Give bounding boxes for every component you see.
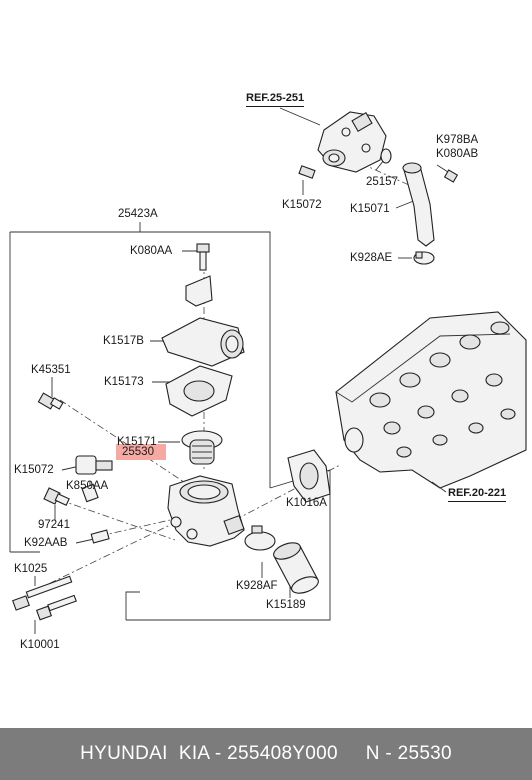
bolt-k10001	[35, 594, 77, 621]
bolt-k080aa	[196, 243, 210, 271]
fitting-k15072	[75, 455, 113, 475]
hose-k15189	[273, 542, 319, 594]
label-97241: 97241	[38, 519, 70, 531]
label-25423a: 25423A	[118, 208, 158, 220]
diagram-drawing	[9, 107, 527, 634]
label-k15173: K15173	[104, 376, 144, 388]
label-k92aab: K92AAB	[24, 537, 68, 549]
housing-cover-k1517b	[161, 317, 245, 367]
part-k92aab	[90, 529, 110, 544]
label-k15072-top: K15072	[282, 199, 322, 211]
label-25530: 25530	[122, 446, 154, 458]
label-k1517b: K1517B	[103, 335, 144, 347]
label-k15072-left: K15072	[14, 464, 54, 476]
footer-bar: HYUNDAI KIA - 255408Y000 N - 25530	[0, 728, 532, 780]
pipe-k15071	[403, 165, 435, 247]
clamp-k928af	[244, 531, 276, 551]
label-k1016a: K1016A	[286, 497, 327, 509]
oring-25157	[380, 148, 392, 164]
cylinder-head	[335, 311, 527, 489]
ref-label-top: REF.25-251	[246, 92, 305, 107]
label-k928ae: K928AE	[350, 252, 393, 264]
sensor-97241	[43, 487, 70, 506]
bracket-part	[185, 275, 213, 307]
highlight-box	[116, 444, 166, 460]
label-k15189: K15189	[266, 599, 306, 611]
label-k45351: K45351	[31, 364, 71, 376]
bolt-k1025	[12, 575, 73, 611]
label-k978ba: K978BA	[436, 134, 479, 146]
bolt-k15072-top	[298, 165, 316, 179]
fitting-k850aa	[81, 483, 99, 503]
label-k10001: K10001	[20, 639, 60, 651]
label-k15171: K15171	[117, 436, 157, 448]
label-k928af: K928AF	[236, 580, 278, 592]
plug-k45351	[37, 392, 64, 410]
label-k080ab: K080AB	[436, 148, 479, 160]
parts-diagram: REF.25-251 REF.20-221 25423A K080AA K151…	[9, 92, 527, 651]
assembly-frame-top	[10, 231, 271, 488]
bolt-k978ba	[443, 169, 459, 183]
water-pump	[317, 111, 387, 173]
label-k850aa: K850AA	[66, 480, 109, 492]
label-k080aa: K080AA	[130, 245, 173, 257]
label-k1025: K1025	[14, 563, 48, 575]
label-k15071: K15071	[350, 203, 390, 215]
ref-label-head: REF.20-221	[448, 487, 507, 502]
label-25157: 25157	[366, 176, 398, 188]
footer-text: HYUNDAI KIA - 255408Y000 N - 25530	[80, 743, 452, 764]
thermostat-25530	[181, 430, 223, 465]
thermostat-housing	[167, 475, 245, 547]
